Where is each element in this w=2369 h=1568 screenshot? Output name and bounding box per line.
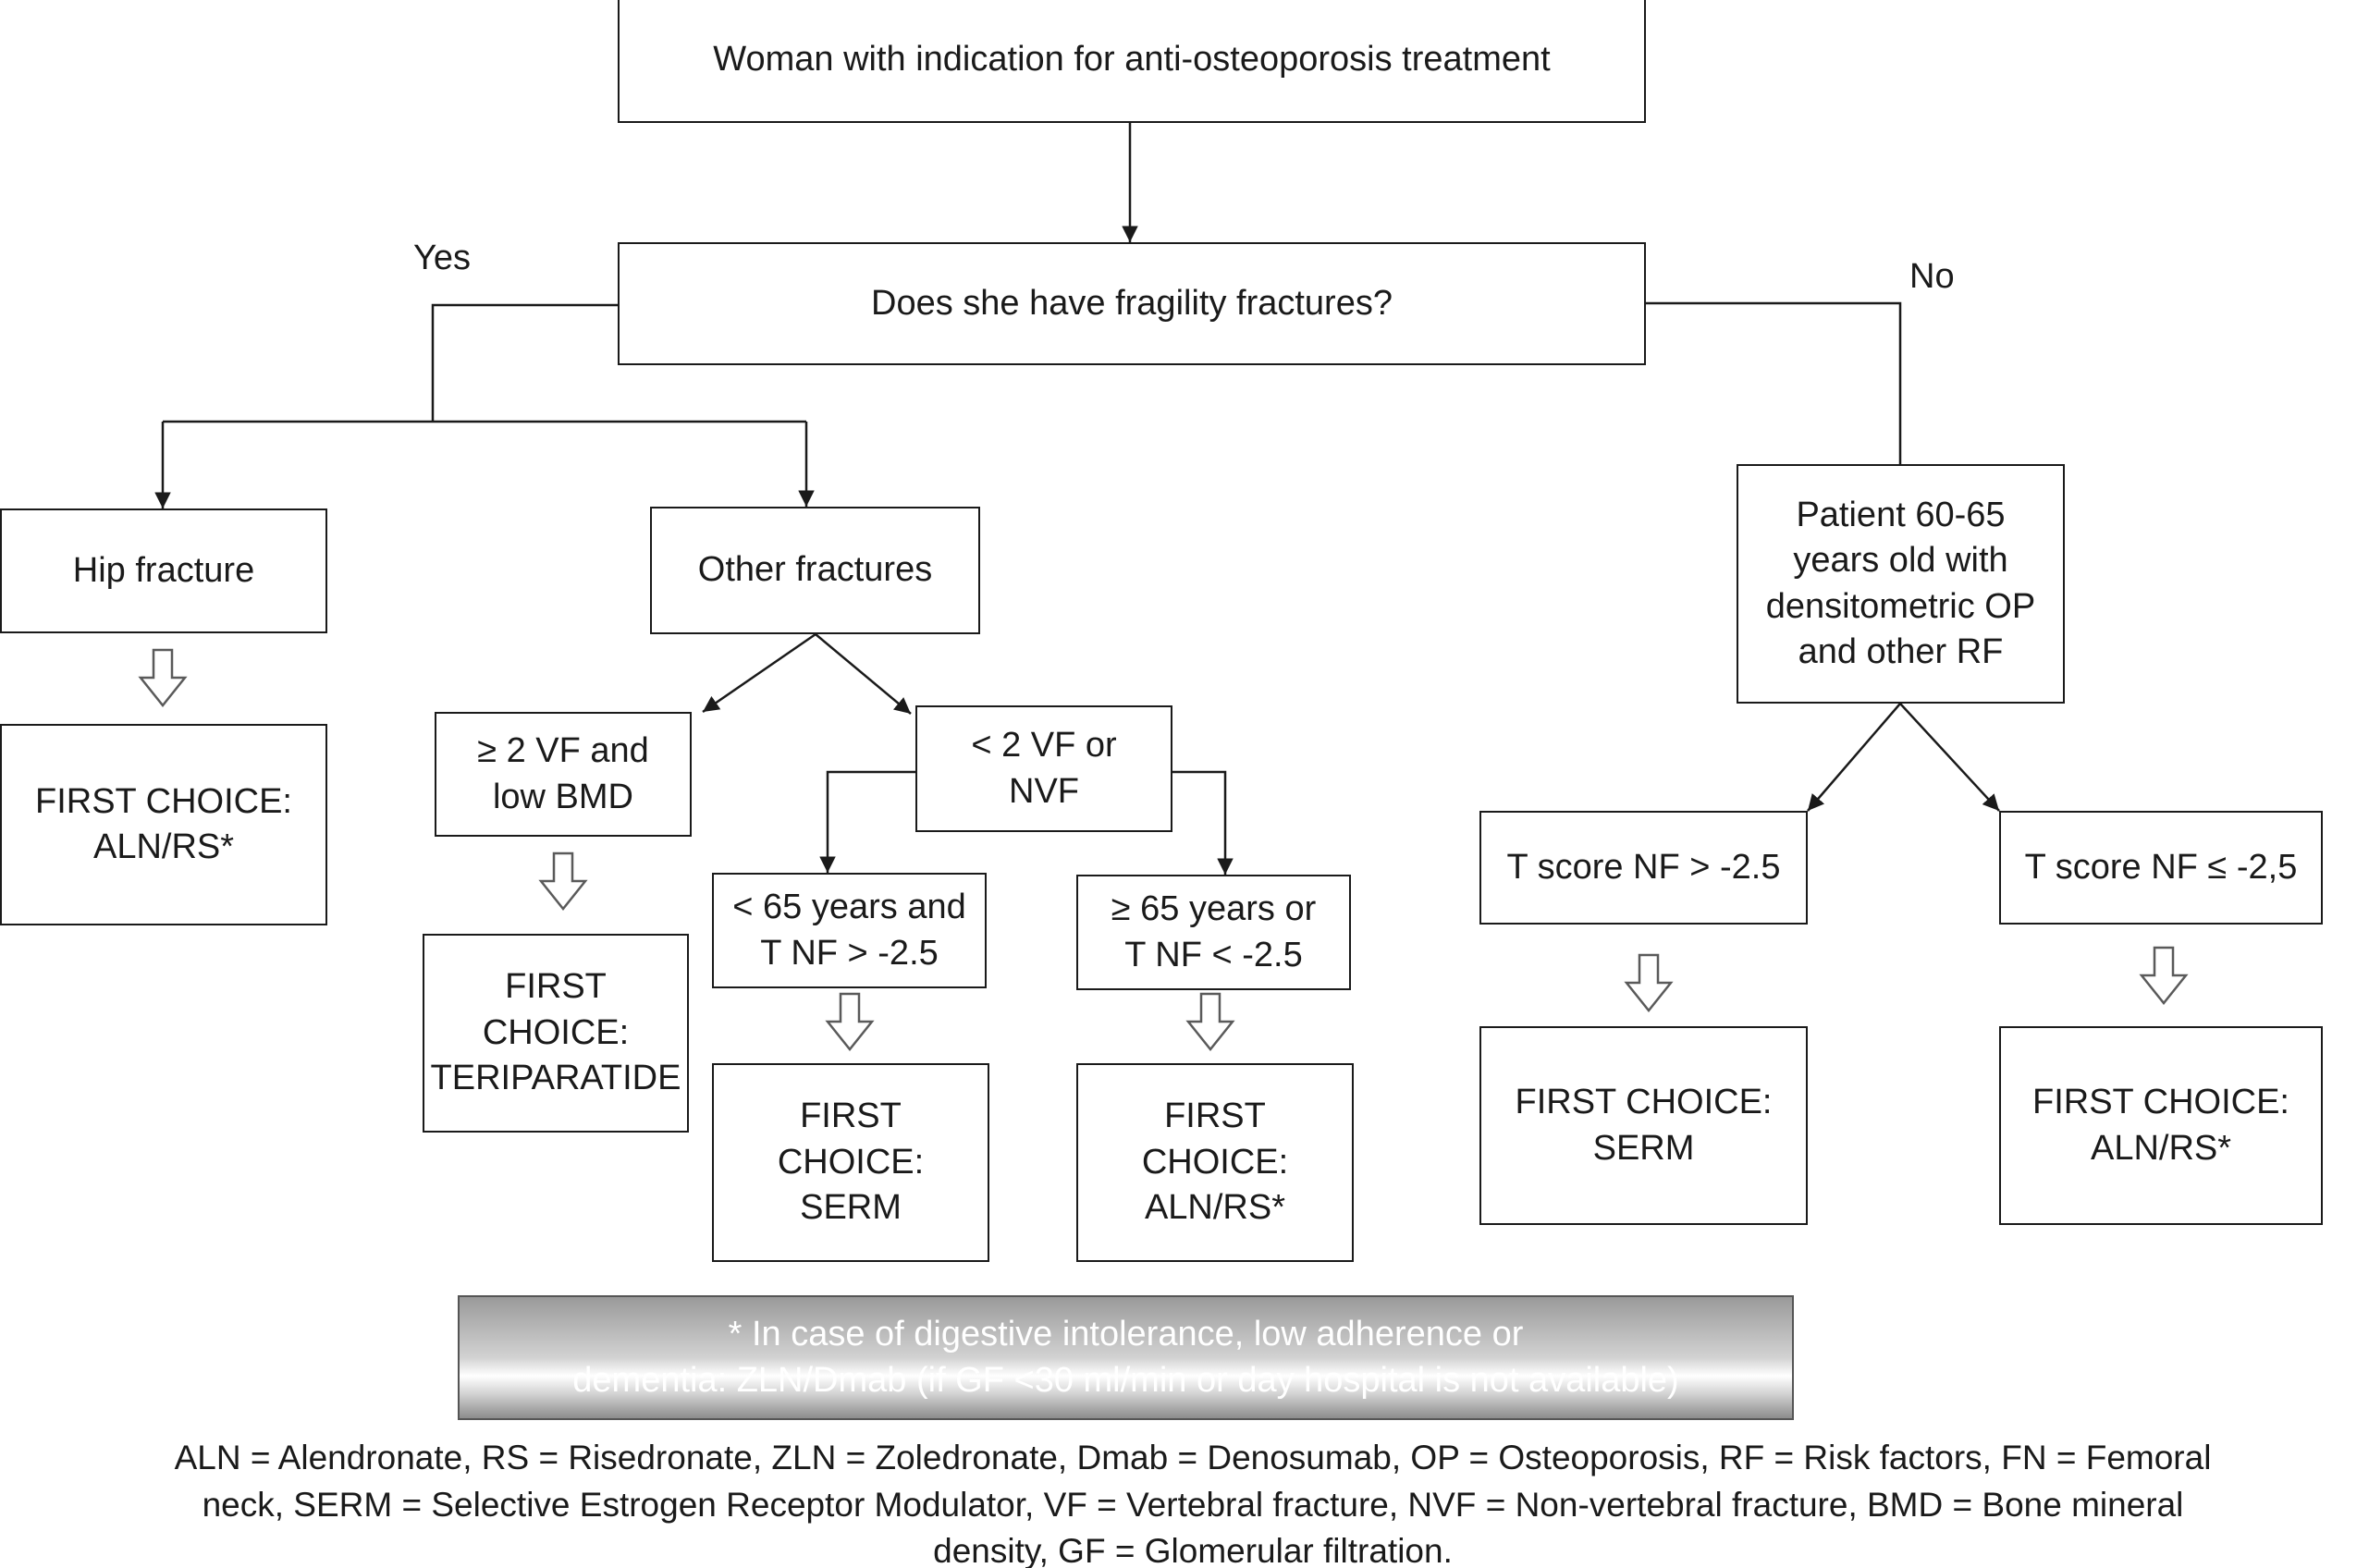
fc-alnrs-mid-box: FIRST CHOICE: ALN/RS* (1076, 1063, 1354, 1262)
abbreviation-legend: ALN = Alendronate, RS = Risedronate, ZLN… (37, 1435, 2349, 1568)
fc-serm-right-box: FIRST CHOICE: SERM (1479, 1026, 1808, 1225)
legend-line-1: ALN = Alendronate, RS = Risedronate, ZLN… (174, 1439, 2212, 1476)
line-no-branch (1646, 301, 1902, 464)
arrow-to-lt-two-vf (815, 633, 912, 715)
hollow-arrow-alnrs-mid (1185, 992, 1235, 1052)
legend-line-2: neck, SERM = Selective Estrogen Receptor… (202, 1485, 2184, 1524)
t-score-gt-box: T score NF > -2.5 (1479, 811, 1808, 925)
patient-60-65-box: Patient 60-65 years old with densitometr… (1737, 464, 2065, 704)
ge-65-years-box: ≥ 65 years or T NF < -2.5 (1076, 875, 1351, 990)
lt-two-vf-nvf-box: < 2 VF or NVF (915, 705, 1172, 832)
hollow-arrow-teriparatide (538, 851, 588, 912)
start-box: Woman with indication for anti-osteoporo… (618, 0, 1646, 123)
branch-label-yes: Yes (413, 239, 471, 277)
fc-alnrs-hip-box: FIRST CHOICE: ALN/RS* (0, 724, 327, 925)
arrow-to-t-score-le (1899, 703, 2000, 812)
two-vf-low-bmd-box: ≥ 2 VF and low BMD (435, 712, 692, 837)
lt-65-years-box: < 65 years and T NF > -2.5 (712, 873, 987, 988)
arrow-to-lt-65 (819, 770, 915, 873)
question-box: Does she have fragility fractures? (618, 242, 1646, 365)
arrow-to-two-vf (702, 632, 816, 714)
hollow-arrow-serm-right (1624, 953, 1674, 1013)
hollow-arrow-hip (138, 648, 188, 708)
fc-teriparatide-box: FIRST CHOICE: TERIPARATIDE (423, 934, 689, 1133)
branch-label-no: No (1909, 257, 1955, 296)
arrow-to-t-score-gt (1807, 703, 1901, 812)
hollow-arrow-alnrs-right (2139, 946, 2189, 1006)
footnote-box: * In case of digestive intolerance, low … (458, 1295, 1794, 1420)
other-fractures-box: Other fractures (650, 507, 980, 634)
fc-alnrs-right-box: FIRST CHOICE: ALN/RS* (1999, 1026, 2323, 1225)
t-score-le-box: T score NF ≤ -2,5 (1999, 811, 2323, 925)
hip-fracture-box: Hip fracture (0, 508, 327, 633)
arrow-to-ge-65 (1172, 770, 1234, 875)
fc-serm-left-box: FIRST CHOICE: SERM (712, 1063, 989, 1262)
legend-line-3: density, GF = Glomerular filtration. (933, 1532, 1453, 1568)
hollow-arrow-serm-left (825, 992, 875, 1052)
line-yes-branch (431, 303, 618, 422)
